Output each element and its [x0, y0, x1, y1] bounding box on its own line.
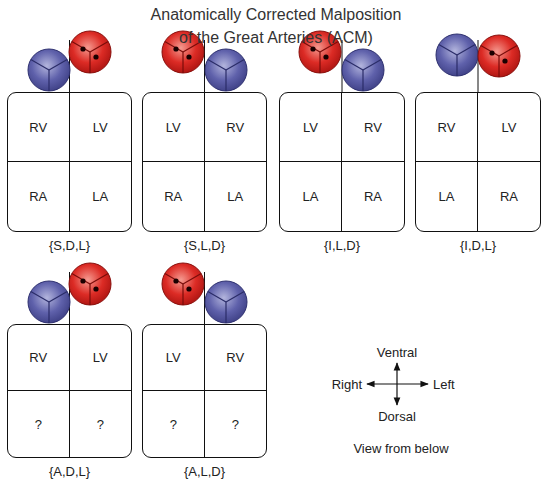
aorta — [478, 35, 520, 77]
orientation-label: Right — [332, 377, 362, 392]
chamber-label: RV — [29, 350, 47, 365]
septum-line — [478, 40, 479, 92]
compass-arrow — [367, 383, 428, 384]
chamber-cell: RV — [342, 93, 404, 162]
pulmonary-artery — [342, 49, 384, 91]
segment-notation: {S,D,L} — [8, 238, 131, 253]
chamber-label: LV — [166, 120, 181, 135]
chamber-cell: RV — [8, 325, 70, 391]
chamber-cell: RA — [143, 162, 205, 231]
chamber-cell: RV — [205, 325, 267, 391]
chamber-label: ? — [232, 417, 239, 432]
orientation-label: Dorsal — [378, 409, 416, 424]
diagram-title: Anatomically Corrected Malposition of th… — [145, 3, 407, 49]
chamber-cell: RV — [8, 93, 70, 162]
chamber-cell: RV — [416, 93, 478, 162]
chamber-label: RV — [438, 120, 456, 135]
chamber-cell: ? — [8, 391, 70, 457]
chamber-label: LV — [93, 120, 108, 135]
chamber-cell: LA — [416, 162, 478, 231]
pulmonary-artery — [28, 49, 70, 91]
chamber-label: ? — [35, 417, 42, 432]
orientation-label: Left — [433, 377, 455, 392]
aorta — [162, 263, 204, 305]
septum-line — [204, 272, 205, 324]
chamber-label: RV — [226, 350, 244, 365]
heart-diagram-box: {A,D,L}RVLV?? — [7, 324, 132, 458]
chamber-cell: LV — [280, 93, 342, 162]
view-note: View from below — [353, 441, 448, 456]
segment-notation: {I,L,D} — [280, 238, 404, 253]
chamber-label: RA — [500, 189, 518, 204]
chamber-label: LV — [502, 120, 517, 135]
segment-notation: {I,D,L} — [416, 238, 540, 253]
chamber-cell: RA — [8, 162, 70, 231]
chamber-cell: LA — [205, 162, 267, 231]
chamber-label: RA — [29, 189, 47, 204]
chamber-label: LA — [439, 189, 455, 204]
chamber-cell: LV — [143, 93, 205, 162]
chamber-cell: LV — [478, 93, 540, 162]
chamber-cell: RA — [342, 162, 404, 231]
chamber-label: ? — [97, 417, 104, 432]
chamber-label: LV — [303, 120, 318, 135]
pulmonary-artery — [205, 281, 247, 323]
septum-line — [204, 40, 205, 92]
segment-notation: {S,L,D} — [143, 238, 266, 253]
chamber-label: RV — [226, 120, 244, 135]
chamber-cell: ? — [70, 391, 132, 457]
segment-notation: {A,D,L} — [8, 464, 131, 479]
chamber-cell: RV — [205, 93, 267, 162]
chamber-cell: ? — [143, 391, 205, 457]
chamber-label: LA — [227, 189, 243, 204]
chamber-label: LV — [166, 350, 181, 365]
orientation-label: Ventral — [377, 345, 417, 360]
chamber-label: LV — [93, 350, 108, 365]
pulmonary-artery — [205, 49, 247, 91]
chamber-label: RV — [364, 120, 382, 135]
chamber-label: RV — [29, 120, 47, 135]
aorta — [69, 263, 111, 305]
aorta — [69, 31, 111, 73]
chamber-cell: ? — [205, 391, 267, 457]
heart-diagram-box: {I,D,L}RVLVLARA — [415, 92, 541, 232]
chamber-label: ? — [170, 417, 177, 432]
pulmonary-artery — [28, 281, 70, 323]
chamber-cell: LA — [70, 162, 132, 231]
chamber-cell: LV — [143, 325, 205, 391]
chamber-cell: LV — [70, 325, 132, 391]
chamber-label: RA — [164, 189, 182, 204]
heart-diagram-box: {I,L,D}LVRVLARA — [279, 92, 405, 232]
heart-diagram-box: {S,L,D}LVRVRALA — [142, 92, 267, 232]
pulmonary-artery — [436, 34, 478, 76]
heart-diagram-box: {A,L,D}LVRV?? — [142, 324, 267, 458]
chamber-cell: RA — [478, 162, 540, 231]
chamber-label: LA — [303, 189, 319, 204]
chamber-cell: LA — [280, 162, 342, 231]
chamber-cell: LV — [70, 93, 132, 162]
chamber-label: RA — [364, 189, 382, 204]
chamber-label: LA — [92, 189, 108, 204]
heart-diagram-box: {S,D,L}RVLVRALA — [7, 92, 132, 232]
segment-notation: {A,L,D} — [143, 464, 266, 479]
